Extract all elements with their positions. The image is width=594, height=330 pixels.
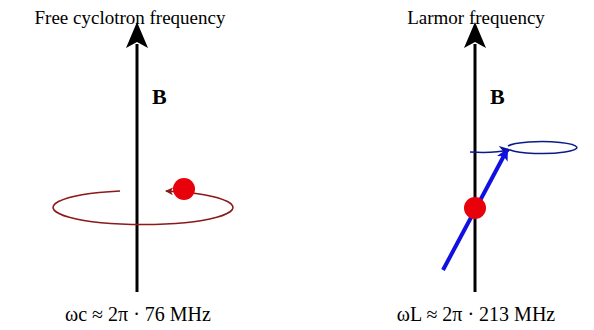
panel-title: Free cyclotron frequency: [35, 8, 226, 29]
orbit: [53, 191, 233, 224]
cyclotron-illustration: [53, 22, 233, 292]
precession-loop: [508, 142, 577, 154]
precession-arrow: [470, 150, 509, 152]
spin-vector: [443, 150, 507, 270]
larmor-illustration: [443, 22, 577, 292]
particle: [464, 197, 486, 219]
field-axis: [136, 44, 139, 292]
frequency-formula: ωL ≈ 2π · 213 MHz: [397, 303, 555, 325]
field-axis: [474, 44, 477, 292]
field-symbol: B⃗: [490, 85, 522, 109]
field-symbol: B⃗: [152, 85, 184, 109]
panel-title: Larmor frequency: [407, 8, 545, 29]
frequency-formula: ωc ≈ 2π · 76 MHz: [65, 303, 211, 325]
particle: [173, 178, 195, 200]
